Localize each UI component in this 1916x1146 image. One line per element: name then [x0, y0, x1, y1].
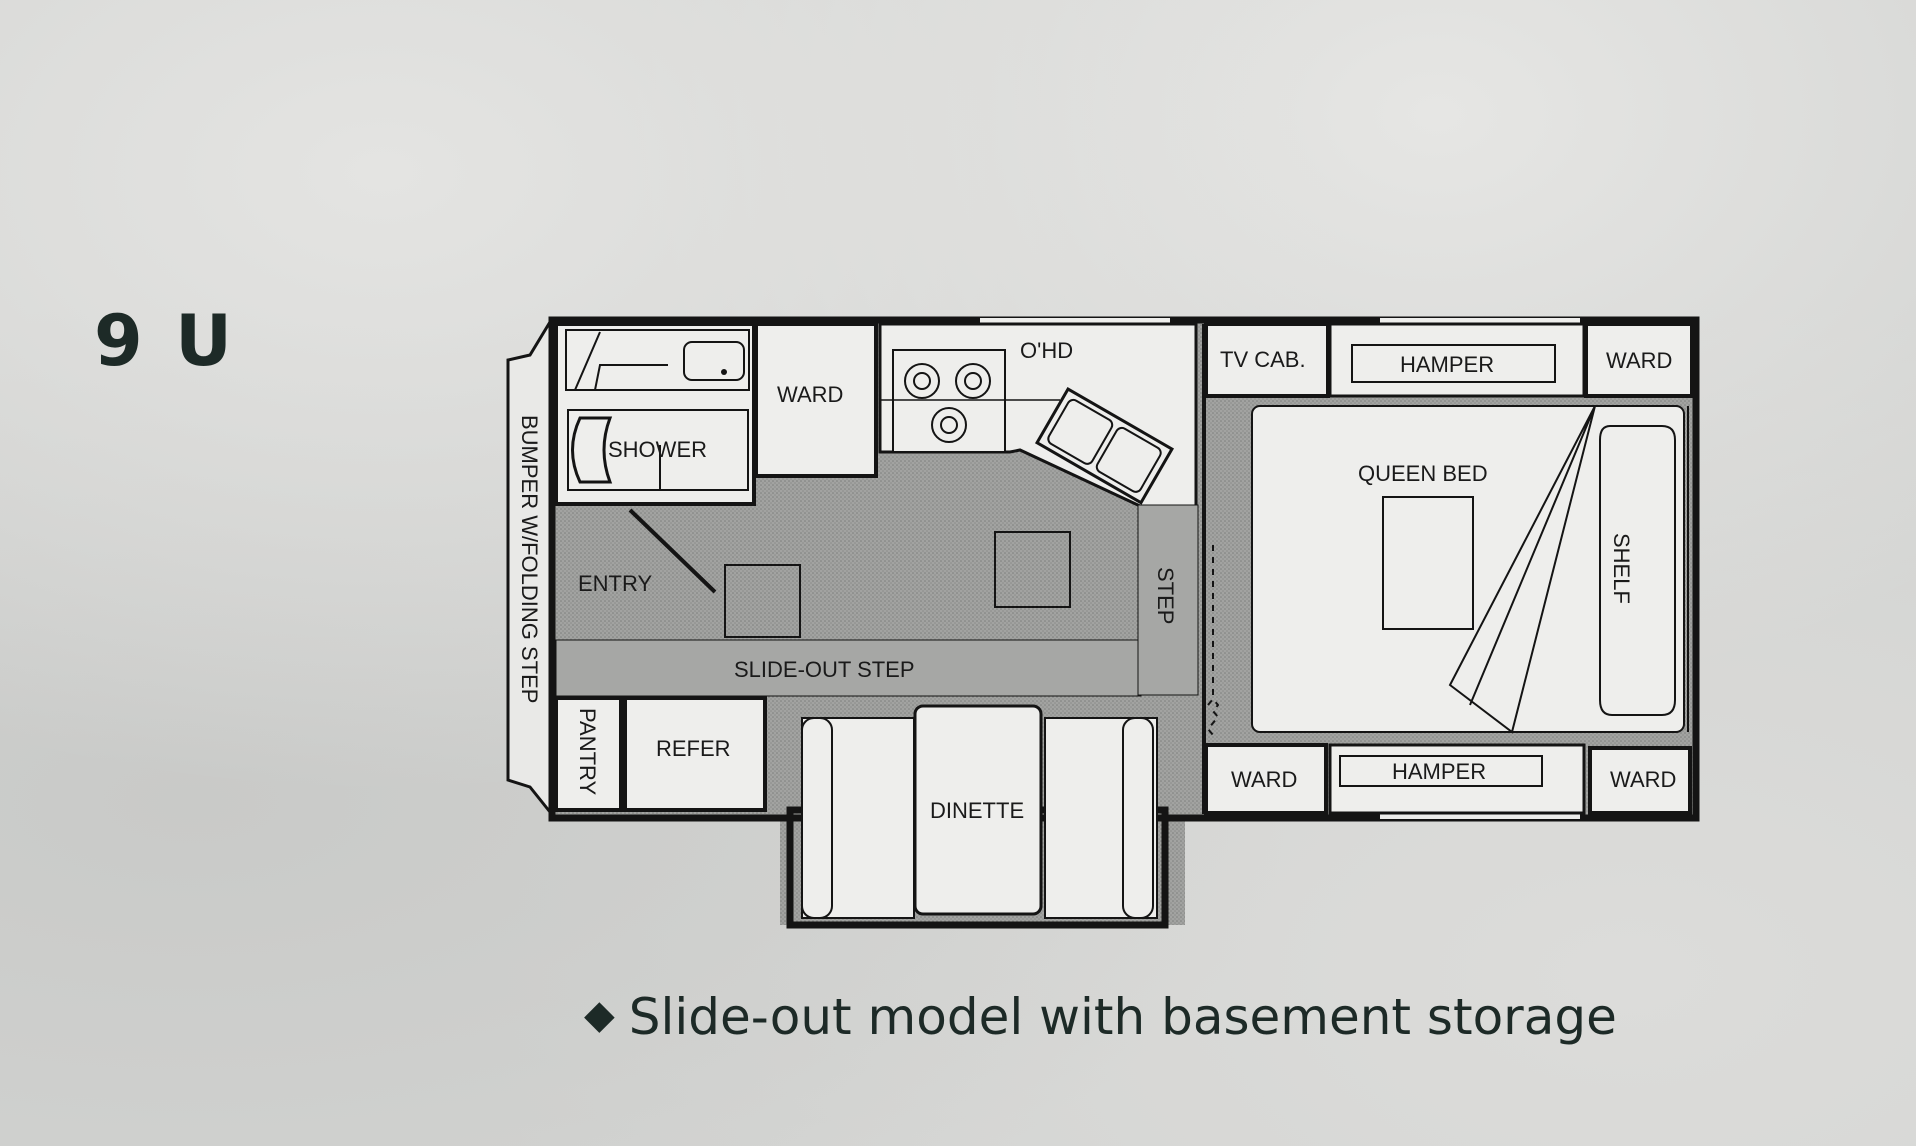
shower-seat [571, 416, 613, 484]
window-bottom [1380, 813, 1580, 819]
window-top-2 [1380, 318, 1580, 324]
label-step: STEP [1153, 567, 1178, 624]
label-refer: REFER [656, 736, 731, 761]
refer [623, 696, 767, 812]
bedroom-partition [1202, 324, 1206, 814]
double-sink [1034, 386, 1175, 505]
hamper-top-box [1351, 344, 1556, 383]
bed-blanket-fold [1448, 405, 1596, 734]
entry-mat [724, 564, 801, 638]
label-hamper-top: HAMPER [1400, 352, 1494, 377]
stove [892, 349, 1006, 453]
step [1137, 504, 1199, 696]
label-tv-cab: TV CAB. [1220, 347, 1306, 372]
label-shelf: SHELF [1609, 533, 1634, 604]
dinette-right-cushion [1122, 717, 1154, 919]
bed-pillow-area [1382, 496, 1474, 630]
label-ohd: O'HD [1020, 338, 1073, 363]
bath-sink-drain [721, 369, 727, 375]
label-bumper: BUMPER W/FOLDING STEP [517, 415, 542, 703]
curtain-zigzag [1206, 545, 1220, 736]
label-ward-top-right: WARD [1606, 348, 1672, 373]
slide-out-step [555, 639, 1142, 697]
label-hamper-bottom: HAMPER [1392, 759, 1486, 784]
ward-front [754, 322, 878, 478]
label-slide-out-step: SLIDE-OUT STEP [734, 657, 915, 682]
sink-counter [574, 331, 668, 391]
burner-icons [904, 363, 991, 443]
ward-bottom-right [1588, 746, 1692, 815]
caption-text: Slide-out model with basement storage [628, 988, 1617, 1046]
label-ward-bottom-left: WARD [1231, 767, 1297, 792]
diamond-bullet-icon: ◆ [584, 992, 615, 1038]
dinette-table [913, 704, 1043, 916]
label-ward-front: WARD [777, 382, 843, 407]
ward-top-right [1584, 322, 1694, 398]
label-dinette: DINETTE [930, 798, 1024, 823]
bumper-outline [506, 321, 552, 813]
label-ward-bottom-right: WARD [1610, 767, 1676, 792]
pantry [554, 696, 623, 812]
queen-bed [1251, 405, 1685, 733]
tv-cab [1204, 322, 1330, 398]
bath-sink [683, 341, 745, 381]
ward-bottom-left [1204, 743, 1328, 815]
skylight [994, 531, 1071, 608]
label-shower: SHOWER [608, 437, 707, 462]
label-pantry: PANTRY [575, 708, 600, 796]
shelf [1599, 425, 1676, 716]
label-queen-bed: QUEEN BED [1358, 461, 1488, 486]
entry-door [628, 508, 717, 594]
dinette-left-cushion [801, 717, 833, 919]
hamper-bottom-box [1339, 755, 1543, 787]
caption: ◆ Slide-out model with basement storage [584, 988, 1617, 1046]
window-top-1 [980, 318, 1170, 324]
model-label: 9 U [94, 300, 236, 382]
label-entry: ENTRY [578, 571, 652, 596]
